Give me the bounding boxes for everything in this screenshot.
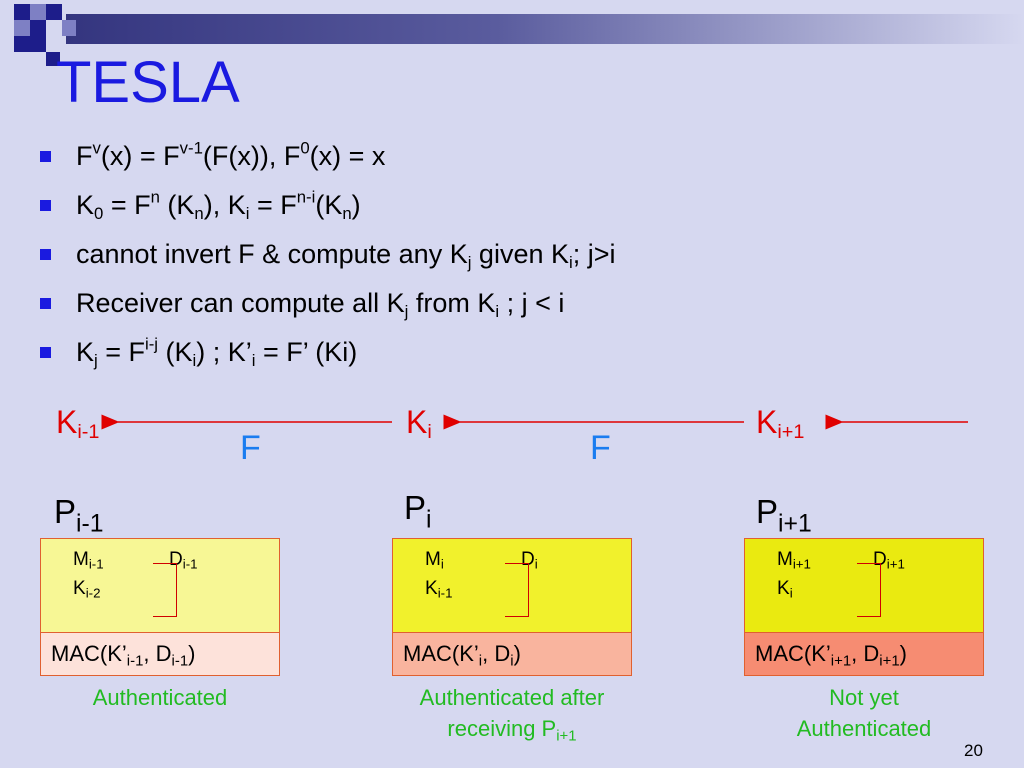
packet-label-p-i-plus-1: Pi+1: [756, 493, 812, 538]
function-label-f-left: F: [240, 429, 261, 467]
packet-label-p-i: Pi: [404, 489, 432, 534]
bullet-marker: [40, 347, 51, 358]
message-label: Mi-1: [73, 549, 104, 572]
mac-field: MAC(K’i-1, Di-1): [40, 632, 280, 676]
bracket-connector: [857, 563, 881, 617]
data-label: Di-1: [169, 549, 198, 572]
auth-status: Authenticated: [92, 685, 228, 710]
slide-title: TESLA: [56, 50, 240, 115]
bullet-item: Kj = Fi-j (Ki) ; K’i = F’ (Ki): [36, 330, 996, 379]
bullet-marker: [40, 249, 51, 260]
bullet-marker: [40, 200, 51, 211]
bullet-item: cannot invert F & compute any Kj given K…: [36, 232, 996, 281]
disclosed-key-label: Ki: [777, 578, 793, 601]
mac-field: MAC(K’i+1, Di+1): [744, 632, 984, 676]
disclosed-key-label: Ki-1: [425, 578, 453, 601]
packet-label-p-i-minus-1: Pi-1: [54, 493, 104, 538]
bullet-marker: [40, 298, 51, 309]
message-label: Mi+1: [777, 549, 811, 572]
bullet-item: Receiver can compute all Kj from Ki ; j …: [36, 281, 996, 330]
disclosed-key-label: Ki-2: [73, 578, 101, 601]
mac-field: MAC(K’i, Di): [392, 632, 632, 676]
data-label: Di: [521, 549, 538, 572]
bullet-item: Fv(x) = Fv-1(F(x)), F0(x) = x: [36, 134, 996, 183]
bracket-connector: [505, 563, 529, 617]
bracket-connector: [153, 563, 177, 617]
bullet-item: K0 = Fn (Kn), Ki = Fn-i(Kn): [36, 183, 996, 232]
function-label-f-right: F: [590, 429, 611, 467]
page-number: 20: [964, 741, 983, 760]
key-i-plus-1: Ki+1: [756, 404, 805, 443]
bullet-marker: [40, 151, 51, 162]
header-bar: [66, 14, 1024, 44]
corner-squares-logo: [0, 0, 80, 70]
key-i: Ki: [406, 404, 432, 443]
data-label: Di+1: [873, 549, 905, 572]
key-i-minus-1: Ki-1: [56, 404, 100, 443]
key-chain-arrows: [101, 414, 968, 430]
message-label: Mi: [425, 549, 444, 572]
